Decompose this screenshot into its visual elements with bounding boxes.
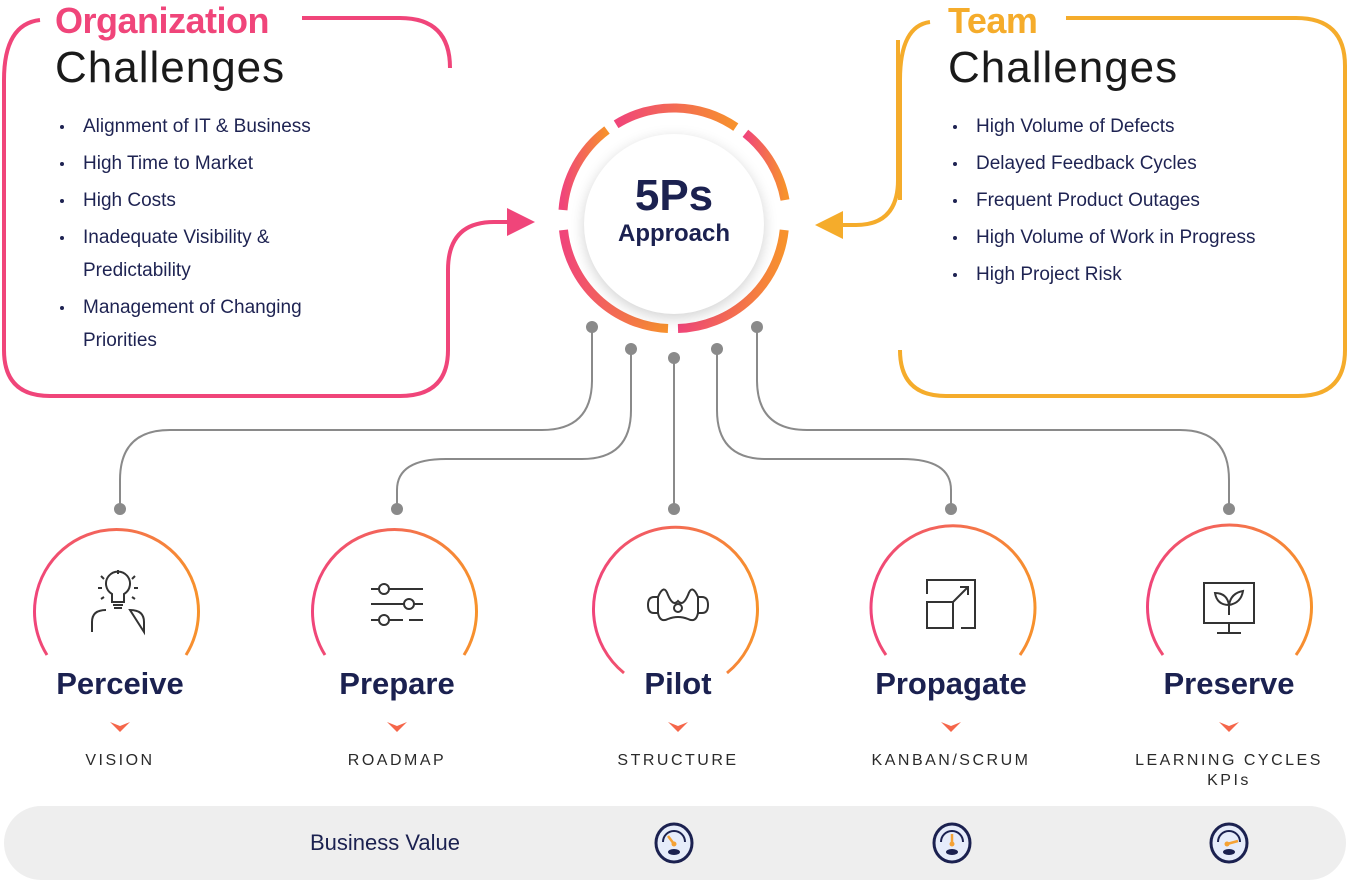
phase-sub: VISION bbox=[85, 752, 155, 769]
team-challenges-list: High Volume of Defects Delayed Feedback … bbox=[949, 110, 1309, 295]
phase-sub: STRUCTURE bbox=[617, 752, 739, 769]
scale-up-icon bbox=[926, 579, 976, 629]
center-subtitle: Approach bbox=[617, 220, 730, 247]
list-item: High Project Risk bbox=[949, 258, 1309, 291]
list-item: High Volume of Defects bbox=[949, 110, 1309, 143]
list-item: High Volume of Work in Progress bbox=[949, 221, 1309, 254]
phase-name: Propagate bbox=[875, 666, 1027, 701]
center-approach-badge: 5Ps Approach bbox=[584, 134, 764, 314]
team-title-accent: Team bbox=[948, 0, 1038, 41]
business-value-label: Business Value bbox=[310, 830, 461, 855]
connectors bbox=[119, 327, 1230, 509]
list-item: High Time to Market bbox=[56, 147, 356, 180]
chevrons bbox=[110, 722, 1239, 732]
team-title-main: Challenges bbox=[948, 43, 1179, 92]
phase-arc-propagate bbox=[869, 524, 1037, 656]
team-arrow-line bbox=[840, 40, 900, 227]
center-title: 5Ps bbox=[634, 171, 714, 220]
plant-monitor-icon bbox=[1203, 582, 1255, 634]
team-frame-top bbox=[898, 16, 1347, 398]
list-item: Management of Changing Priorities bbox=[56, 291, 333, 357]
list-item: Inadequate Visibility & Predictability bbox=[56, 221, 313, 287]
phase-sub: LEARNING CYCLES KPIs bbox=[1109, 751, 1349, 791]
list-item: Frequent Product Outages bbox=[949, 184, 1309, 217]
arrow-left-icon bbox=[815, 211, 843, 239]
organization-frame-top bbox=[302, 16, 452, 69]
team-frame bbox=[898, 20, 931, 200]
phase-sub-line1: LEARNING CYCLES bbox=[1135, 752, 1323, 769]
organization-challenges-list: Alignment of IT & Business High Time to … bbox=[56, 110, 356, 361]
organization-title-accent: Organization bbox=[55, 0, 270, 41]
gauge-icon-high bbox=[1209, 822, 1249, 864]
phase-arc-prepare bbox=[311, 528, 478, 656]
steering-wheel-icon bbox=[646, 588, 710, 622]
phase-arc-perceive bbox=[33, 528, 200, 656]
organization-title-main: Challenges bbox=[55, 43, 286, 92]
arrow-right-icon bbox=[507, 208, 535, 236]
gauge-icon-low bbox=[654, 822, 694, 864]
connector-dots bbox=[114, 321, 1235, 515]
list-item: Delayed Feedback Cycles bbox=[949, 147, 1309, 180]
phase-arc-pilot bbox=[592, 525, 759, 675]
organization-frame bbox=[2, 18, 510, 398]
gauge-icon-medium bbox=[932, 822, 972, 864]
phase-name: Perceive bbox=[56, 666, 184, 701]
phase-sub: KANBAN/SCRUM bbox=[871, 752, 1031, 769]
list-item: Alignment of IT & Business bbox=[56, 110, 356, 143]
sliders-icon bbox=[371, 583, 423, 626]
phase-name: Preserve bbox=[1163, 666, 1295, 701]
lightbulb-head-icon bbox=[91, 570, 145, 636]
phase-name: Prepare bbox=[339, 666, 455, 701]
phase-arc-preserve bbox=[1146, 523, 1313, 656]
center-ring bbox=[558, 103, 790, 333]
phase-name: Pilot bbox=[644, 666, 712, 701]
phase-sub: ROADMAP bbox=[347, 752, 447, 769]
list-item: High Costs bbox=[56, 184, 356, 217]
phase-sub-line2: KPIs bbox=[1207, 772, 1251, 789]
